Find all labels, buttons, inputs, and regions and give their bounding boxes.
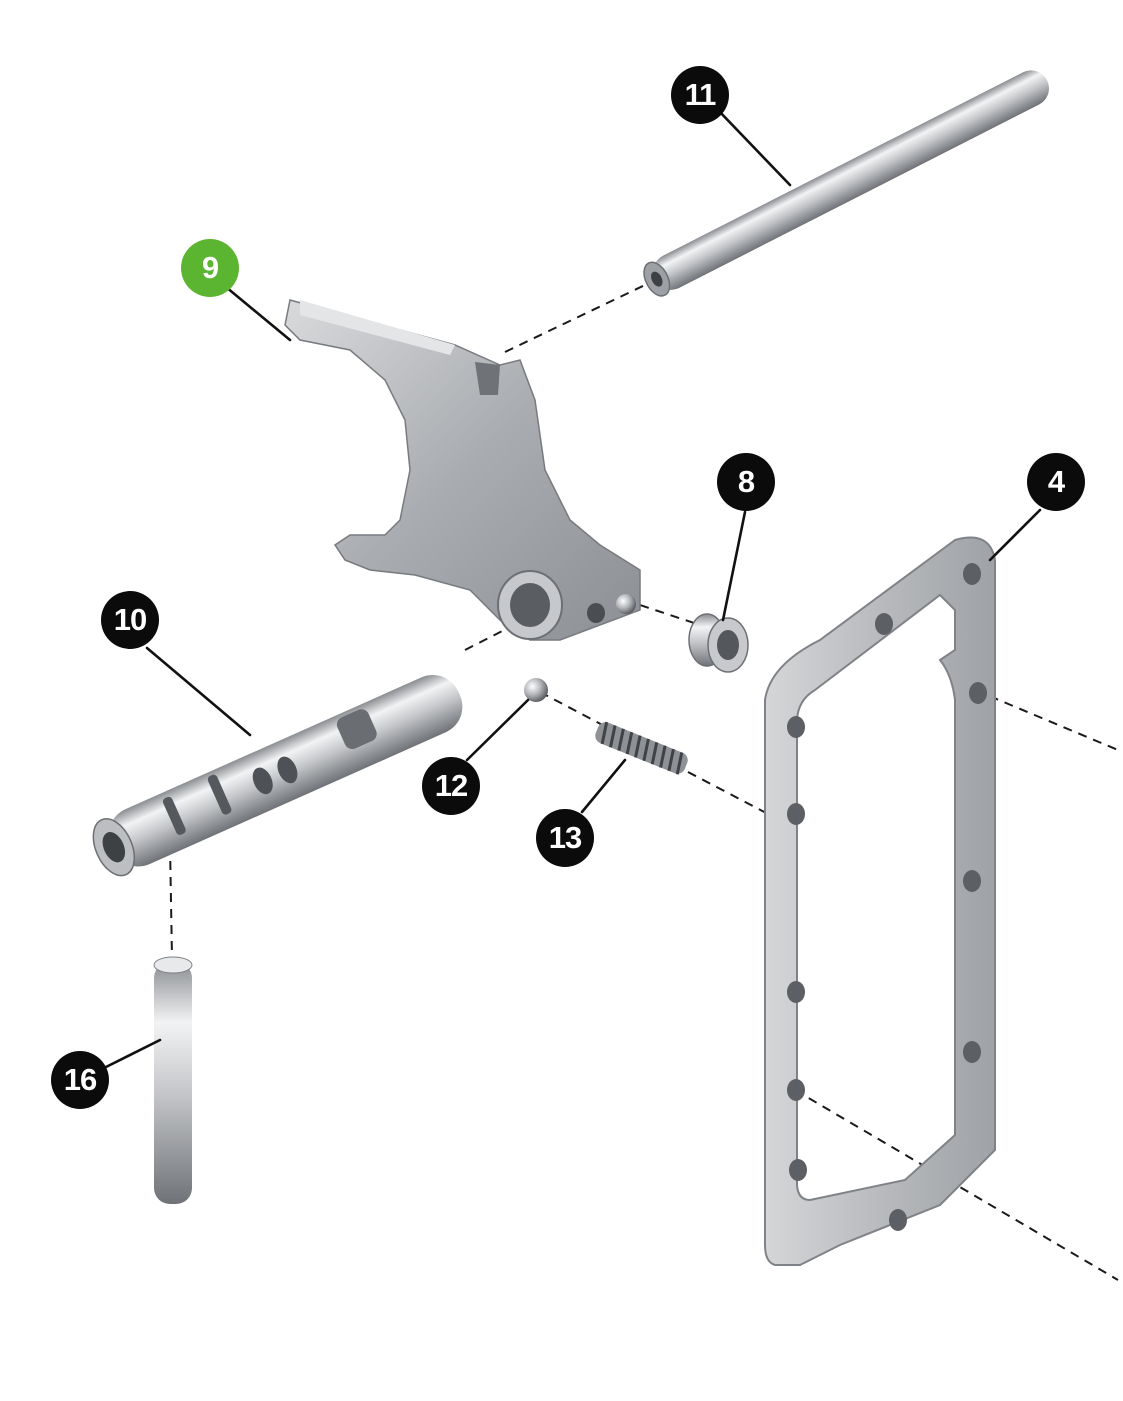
callout-8[interactable]: 8 bbox=[717, 453, 775, 511]
bushing bbox=[688, 613, 749, 673]
callout-12[interactable]: 12 bbox=[422, 757, 480, 815]
assembly-line-plate-lower bbox=[794, 1089, 1119, 1281]
callout-9[interactable]: 9 bbox=[181, 239, 239, 297]
dowel-pin bbox=[153, 956, 193, 1204]
assembly-line-spring-plate bbox=[687, 771, 771, 816]
leader-13 bbox=[580, 758, 627, 814]
assembly-line-ball-spring bbox=[539, 691, 613, 731]
callout-13[interactable]: 13 bbox=[536, 809, 594, 867]
leader-9 bbox=[224, 285, 292, 342]
shift-fork bbox=[284, 299, 641, 641]
leader-8 bbox=[721, 510, 747, 622]
callout-10[interactable]: 10 bbox=[101, 591, 159, 649]
assembly-line-fork-rod bbox=[504, 284, 646, 353]
leader-11 bbox=[716, 108, 792, 187]
assembly-line-rail-pin bbox=[169, 844, 173, 959]
shift-rod-long bbox=[643, 70, 1050, 297]
assembly-line-plate-upper bbox=[974, 689, 1119, 751]
detent-ball bbox=[524, 678, 548, 702]
leader-lines bbox=[102, 108, 1042, 1070]
leader-12 bbox=[465, 698, 530, 762]
assembly-line-fork-bushing bbox=[624, 599, 701, 626]
leader-4 bbox=[988, 508, 1042, 562]
detent-spring bbox=[595, 721, 688, 775]
gasket-plate bbox=[764, 536, 996, 1266]
leader-16 bbox=[102, 1038, 162, 1070]
shift-rail bbox=[92, 675, 463, 877]
callout-4[interactable]: 4 bbox=[1027, 453, 1085, 511]
callout-11[interactable]: 11 bbox=[671, 66, 729, 124]
callout-16[interactable]: 16 bbox=[51, 1051, 109, 1109]
leader-10 bbox=[145, 646, 252, 737]
